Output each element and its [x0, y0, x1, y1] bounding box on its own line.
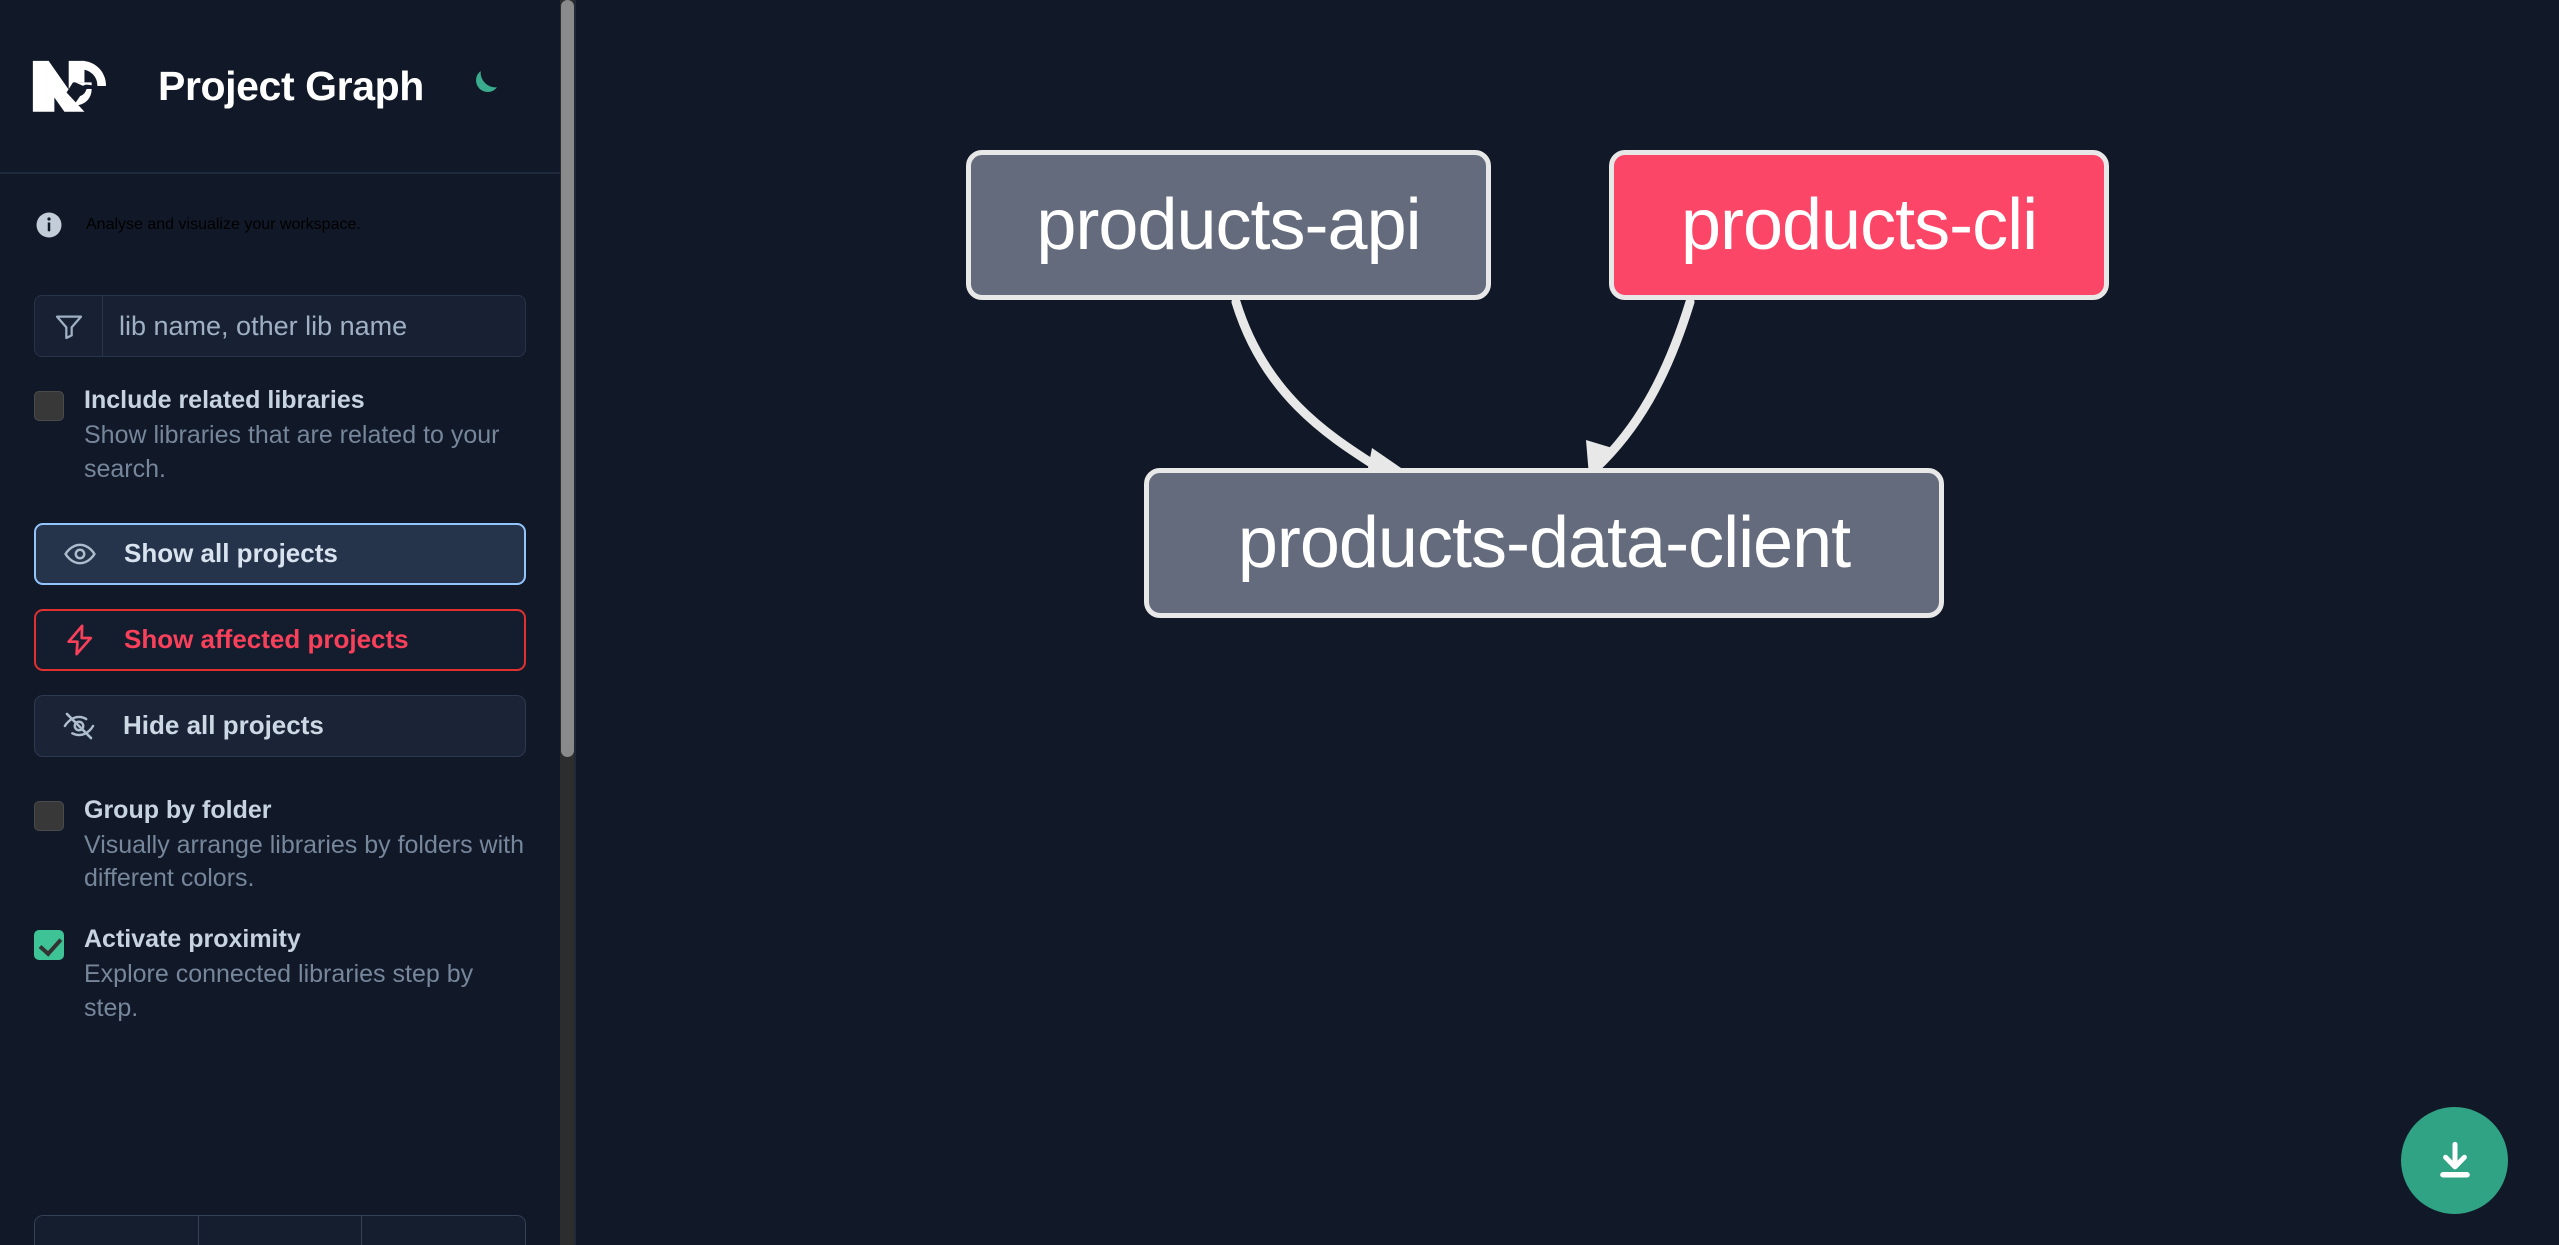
sidebar-scrollbar-thumb[interactable] [561, 0, 574, 757]
show-all-projects-button[interactable]: Show all projects [34, 522, 526, 585]
option-group-by-folder[interactable]: Group by folder Visually arrange librari… [0, 795, 560, 897]
graph-node-products-cli[interactable]: products-cli [1609, 150, 2109, 300]
graph-edges [1231, 297, 1695, 478]
option-text: Activate proximity Explore connected lib… [84, 924, 526, 1026]
option-text: Include related libraries Show libraries… [84, 385, 526, 487]
checkbox-group-by-folder[interactable] [34, 800, 64, 831]
edge-products-cli-to-products-data-client [1586, 297, 1695, 476]
eye-off-icon [61, 708, 97, 744]
graph-node-products-api[interactable]: products-api [966, 150, 1491, 300]
option-label: Activate proximity [84, 925, 301, 953]
show-all-projects-label: Show all projects [124, 538, 338, 568]
proximity-step-option[interactable] [362, 1216, 525, 1245]
sidebar-header: Project Graph [0, 0, 560, 174]
graph-node-label: products-data-client [1237, 503, 1851, 583]
option-text: Group by folder Visually arrange librari… [84, 795, 526, 897]
sidebar-scrollbar[interactable] [560, 0, 575, 1245]
show-affected-projects-button[interactable]: Show affected projects [34, 608, 526, 671]
option-activate-proximity[interactable]: Activate proximity Explore connected lib… [0, 924, 560, 1026]
option-label: Include related libraries [84, 386, 365, 414]
proximity-step-option[interactable] [198, 1216, 363, 1245]
option-description: Explore connected libraries step by step… [84, 960, 474, 1022]
graph-node-label: products-api [1036, 185, 1421, 265]
option-label: Group by folder [84, 795, 272, 824]
sidebar-tagline-text: Analyse and visualize your workspace. [86, 216, 361, 233]
sidebar-tagline: Analyse and visualize your workspace. [0, 174, 560, 240]
edge-products-api-to-products-data-client [1231, 297, 1404, 478]
filter-icon [35, 296, 103, 356]
option-include-related-libraries[interactable]: Include related libraries Show libraries… [0, 385, 560, 487]
search-field-wrapper[interactable] [34, 295, 526, 357]
search-input[interactable] [103, 296, 525, 356]
graph-canvas[interactable]: products-api products-cli products-data-… [576, 0, 2559, 1245]
option-description: Visually arrange libraries by folders wi… [84, 830, 525, 893]
graph-node-label: products-cli [1680, 185, 2038, 265]
checkbox-include-related-libraries[interactable] [34, 391, 64, 421]
graph-node-products-data-client[interactable]: products-data-client [1144, 468, 1944, 618]
info-icon [34, 210, 64, 240]
sidebar-divider [574, 0, 576, 1245]
moon-icon[interactable] [460, 64, 504, 108]
proximity-step-option[interactable] [35, 1216, 199, 1245]
option-description: Show libraries that are related to your … [84, 421, 500, 483]
page-title: Project Graph [158, 62, 424, 109]
hide-all-projects-label: Hide all projects [123, 710, 324, 740]
download-icon [2430, 1136, 2480, 1186]
download-image-button[interactable] [2401, 1107, 2508, 1214]
proximity-step-segmented-control[interactable] [34, 1215, 526, 1245]
lightning-icon [62, 622, 98, 658]
eye-icon [62, 536, 98, 572]
show-affected-projects-label: Show affected projects [124, 624, 409, 654]
checkbox-activate-proximity[interactable] [34, 930, 64, 960]
hide-all-projects-button[interactable]: Hide all projects [34, 694, 526, 757]
sidebar: Project Graph Analyse and visualize yo [0, 0, 576, 1245]
sidebar-scroll-content: Project Graph Analyse and visualize yo [0, 0, 560, 1245]
nx-logo-icon [30, 57, 116, 115]
